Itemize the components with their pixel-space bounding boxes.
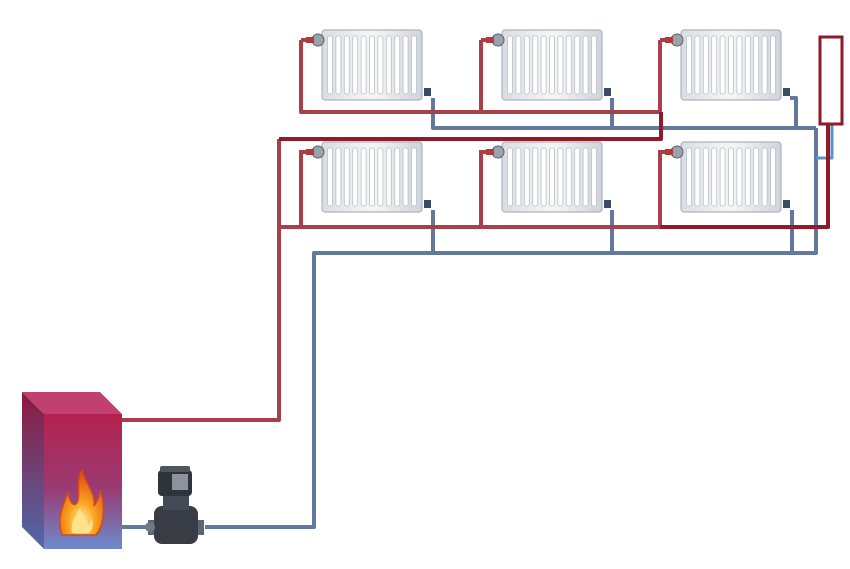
flame-icon	[59, 468, 105, 536]
return-upper-drop-3	[790, 96, 798, 128]
boiler-icon	[22, 392, 122, 549]
radiator-icon	[306, 29, 431, 101]
expansion-tank-connection	[816, 124, 834, 160]
radiator-icon	[665, 29, 790, 101]
radiator-icon	[486, 141, 611, 213]
main-supply-loop	[279, 112, 830, 229]
radiator-icon	[665, 141, 790, 213]
return-main-pipe	[205, 128, 818, 529]
supply-upper-header	[299, 40, 660, 114]
expansion-tank-icon	[818, 35, 844, 126]
return-pipes	[122, 96, 834, 529]
radiators	[306, 29, 790, 213]
supply-riser	[120, 139, 281, 422]
circulation-pump-icon	[145, 466, 204, 544]
radiator-icon	[306, 141, 431, 213]
radiator-icon	[486, 29, 611, 101]
return-upper-header	[431, 98, 816, 130]
